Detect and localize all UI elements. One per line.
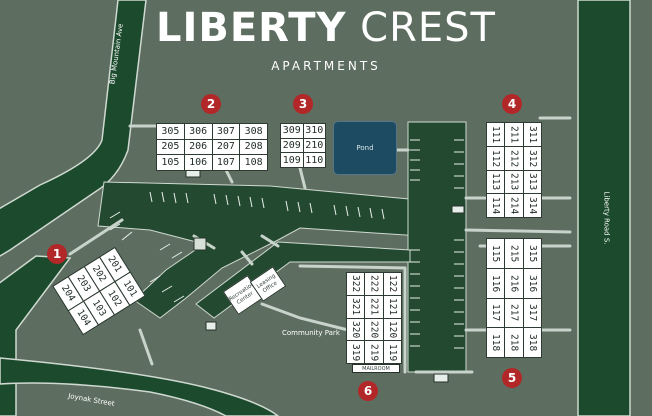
building-3: 309 310 209 210 109 110 [280, 123, 326, 168]
community-park-label: Community Park [282, 329, 340, 337]
unit[interactable]: 122 [382, 272, 403, 296]
unit[interactable]: 306 [183, 123, 213, 140]
building-badge-4[interactable]: 4 [502, 94, 522, 114]
building-badge-2[interactable]: 2 [201, 94, 221, 114]
building-6: 322 321 320 319 222 221 220 219 122 121 … [345, 272, 403, 364]
unit[interactable]: 209 [280, 137, 304, 154]
unit[interactable]: 116 [485, 267, 506, 299]
unit[interactable]: 316 [522, 267, 543, 299]
unit[interactable]: 109 [280, 152, 304, 168]
unit[interactable]: 212 [504, 145, 524, 171]
unit[interactable]: 216 [504, 267, 524, 299]
unit[interactable]: 320 [345, 317, 366, 342]
unit[interactable]: 221 [364, 294, 384, 319]
unit[interactable]: 311 [522, 122, 543, 147]
bike-rack-3 [451, 205, 465, 214]
unit[interactable]: 207 [211, 138, 241, 156]
building-badge-1[interactable]: 1 [47, 244, 67, 264]
building-badge-5[interactable]: 5 [502, 368, 522, 388]
brand-title-crest: CREST [360, 5, 496, 51]
big-mountain-road [0, 0, 147, 257]
building-4: 111 112 113 114 211 212 213 214 311 312 … [485, 122, 543, 218]
unit[interactable]: 206 [183, 138, 213, 156]
brand-subtitle: APARTMENTS [271, 59, 381, 73]
unit[interactable]: 222 [364, 272, 384, 296]
brand-title-liberty: LIBERTY [156, 5, 347, 51]
unit[interactable]: 322 [345, 272, 366, 296]
unit[interactable]: 106 [183, 154, 213, 171]
unit[interactable]: 318 [522, 327, 543, 358]
unit[interactable]: 315 [522, 238, 543, 269]
mail-kiosk [193, 237, 207, 251]
unit[interactable]: 319 [345, 340, 366, 364]
parking-stalls [109, 139, 464, 349]
unit[interactable]: 119 [382, 340, 403, 364]
unit[interactable]: 115 [485, 238, 506, 269]
unit[interactable]: 121 [382, 294, 403, 319]
unit[interactable]: 310 [302, 123, 326, 139]
brand-title: LIBERTY CREST [0, 4, 652, 52]
unit[interactable]: 210 [302, 137, 326, 154]
unit[interactable]: 321 [345, 294, 366, 319]
unit[interactable]: 118 [485, 327, 506, 358]
unit[interactable]: 217 [504, 297, 524, 329]
building-5: 115 116 117 118 215 216 217 218 315 316 … [485, 238, 543, 358]
pond: Pond [333, 121, 397, 175]
unit[interactable]: 214 [504, 193, 524, 218]
unit[interactable]: 307 [211, 123, 241, 140]
unit[interactable]: 220 [364, 317, 384, 342]
liberty-road [577, 0, 631, 416]
unit[interactable]: 120 [382, 317, 403, 342]
unit[interactable]: 105 [156, 154, 185, 171]
unit[interactable]: 208 [239, 138, 268, 156]
unit[interactable]: 213 [504, 169, 524, 195]
unit[interactable]: 112 [485, 145, 506, 171]
mailroom: MAILROOM [352, 364, 400, 373]
mailroom-label: MAILROOM [362, 366, 390, 372]
unit[interactable]: 107 [211, 154, 241, 171]
building-badge-3[interactable]: 3 [293, 94, 313, 114]
liberty-road-label: Liberty Road S. [602, 191, 611, 245]
unit[interactable]: 314 [522, 193, 543, 218]
unit[interactable]: 305 [156, 123, 185, 140]
unit[interactable]: 205 [156, 138, 185, 156]
leasing-office-label: Leasing Office [255, 273, 279, 295]
unit[interactable]: 312 [522, 145, 543, 171]
unit[interactable]: 317 [522, 297, 543, 329]
bike-rack-1 [185, 169, 201, 178]
pond-label: Pond [356, 144, 374, 152]
building-badge-6[interactable]: 6 [358, 381, 378, 401]
unit[interactable]: 111 [485, 122, 506, 147]
unit[interactable]: 219 [364, 340, 384, 364]
unit[interactable]: 215 [504, 238, 524, 269]
unit[interactable]: 113 [485, 169, 506, 195]
west-road [0, 255, 72, 416]
joynak-road [0, 357, 280, 416]
unit[interactable]: 309 [280, 123, 304, 139]
unit[interactable]: 114 [485, 193, 506, 218]
unit[interactable]: 308 [239, 123, 268, 140]
unit[interactable]: 218 [504, 327, 524, 358]
bike-rack-2 [433, 373, 449, 383]
unit[interactable]: 108 [239, 154, 268, 171]
unit[interactable]: 110 [302, 152, 326, 168]
unit[interactable]: 117 [485, 297, 506, 329]
unit[interactable]: 313 [522, 169, 543, 195]
unit[interactable]: 211 [504, 122, 524, 147]
building-2: 305 306 307 308 205 206 207 208 105 106 … [156, 123, 268, 171]
dog-area [205, 321, 217, 331]
